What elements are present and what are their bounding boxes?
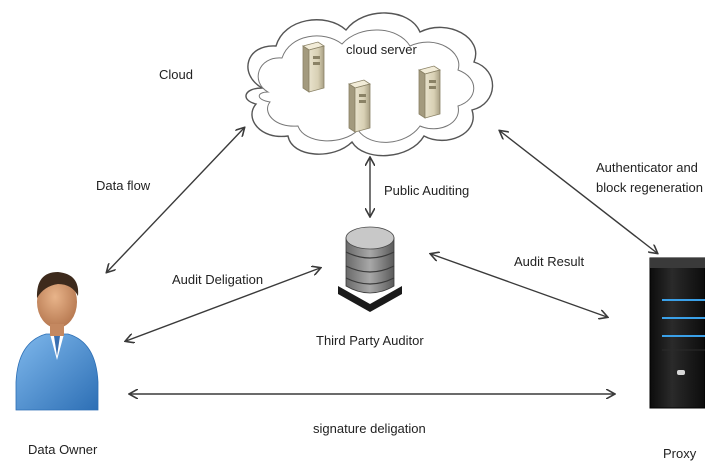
signature-delegation-label: signature deligation [313, 421, 426, 436]
public-auditing-label: Public Auditing [384, 183, 470, 198]
audit-delegation-arrow [126, 268, 320, 341]
disk-stack-icon [338, 226, 402, 312]
audit-delegation-label: Audit Deligation [172, 272, 264, 287]
server-tower-icon [348, 79, 371, 133]
data-flow-label: Data flow [96, 178, 151, 193]
proxy-label: Proxy [663, 446, 697, 461]
arrows [107, 128, 657, 394]
authenticator-label-line1: Authenticator and [596, 160, 698, 175]
user-person-icon [15, 272, 99, 411]
server-rack-icon [649, 257, 705, 409]
server-tower-icon [418, 65, 441, 119]
authenticator-arrow [500, 131, 657, 253]
data-flow-arrow [107, 128, 244, 272]
authenticator-label-line2: block regeneration [596, 180, 703, 195]
cloud-label: Cloud [159, 67, 193, 82]
third-party-auditor-label: Third Party Auditor [316, 333, 424, 348]
data-owner-label: Data Owner [28, 442, 98, 457]
server-tower-icon [302, 41, 325, 93]
cloud-server-label: cloud server [346, 42, 417, 57]
audit-result-arrow [431, 254, 607, 317]
audit-result-label: Audit Result [514, 254, 585, 269]
